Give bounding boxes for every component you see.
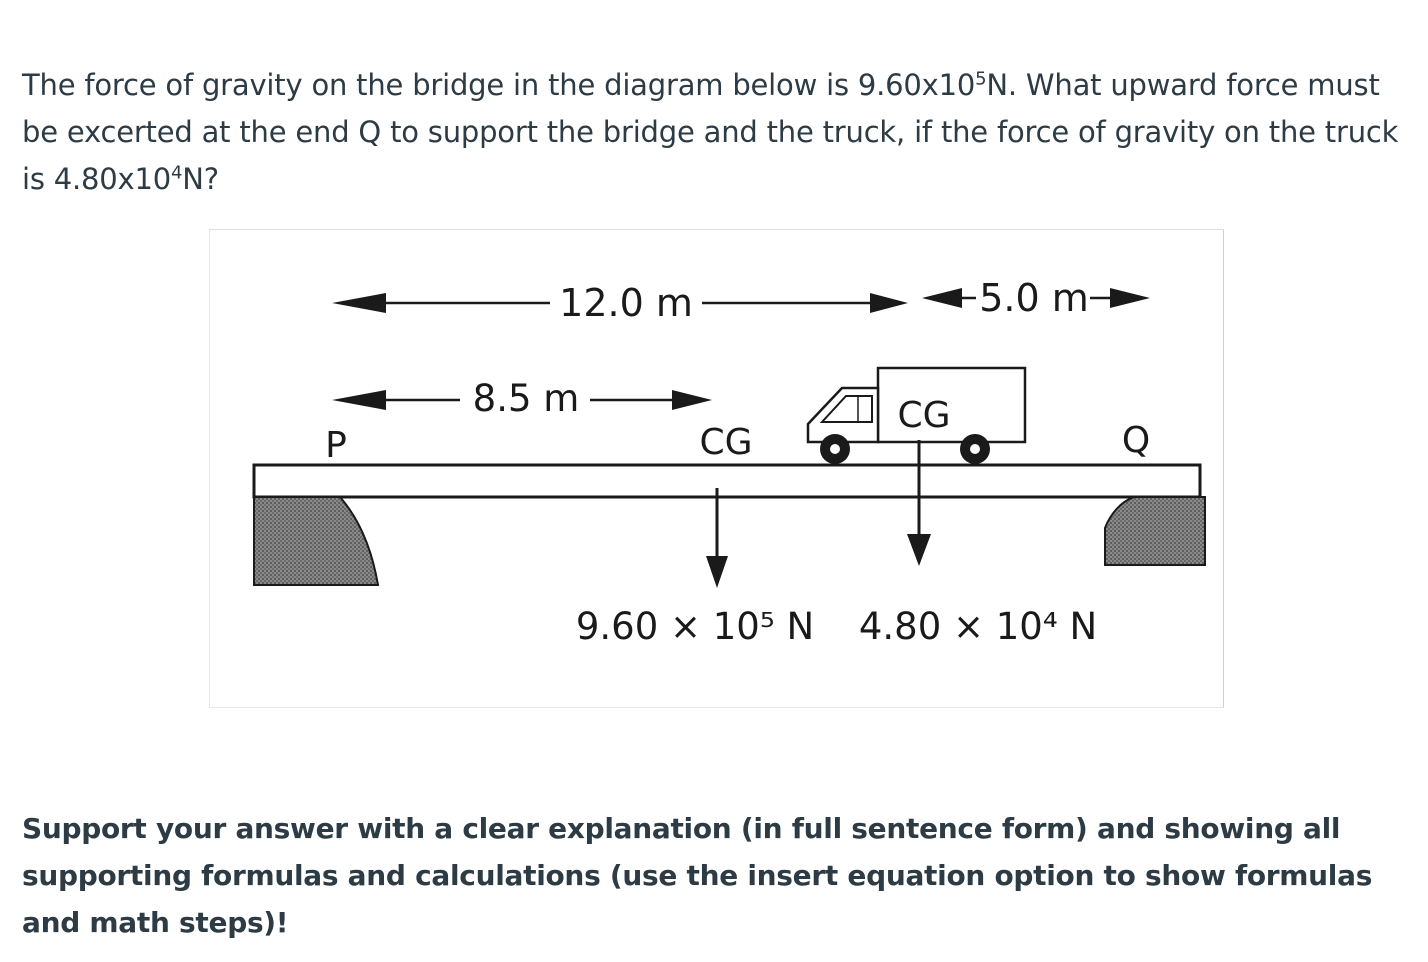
truck-window	[819, 395, 873, 423]
question-exponent-1: 5	[975, 68, 987, 90]
end-label-q: Q	[1122, 420, 1150, 461]
bridge-deck	[252, 463, 1202, 499]
arrowhead-left-icon	[332, 390, 386, 410]
truck-force-label: 4.80 × 10⁴ N	[859, 605, 1097, 648]
dimension-5m: 5.0 m	[922, 276, 1150, 320]
right-support	[1104, 496, 1206, 566]
truck-icon: CG	[806, 366, 1027, 464]
arrowhead-right-icon	[870, 293, 908, 313]
left-support	[253, 496, 380, 586]
end-label-p: P	[325, 425, 347, 466]
arrowhead-right-icon	[1110, 288, 1150, 308]
bridge-weight-arrow	[706, 488, 728, 588]
dimension-8-5m: 8.5 m	[332, 377, 712, 420]
arrowhead-left-icon	[922, 288, 962, 308]
dimension-12m-label: 12.0 m	[559, 281, 693, 325]
truck-rear-hub	[970, 444, 980, 454]
bridge-cg-label: CG	[699, 422, 752, 463]
arrowhead-right-icon	[672, 390, 712, 410]
instruction-text: Support your answer with a clear explana…	[22, 812, 1373, 939]
truck-front-hub	[830, 444, 840, 454]
dimension-12m: 12.0 m	[332, 281, 908, 325]
arrowhead-left-icon	[332, 293, 386, 313]
question-text: The force of gravity on the bridge in th…	[22, 62, 1412, 203]
bridge-force-label: 9.60 × 10⁵ N	[576, 605, 814, 648]
question-part-3: N?	[182, 162, 219, 196]
question-exponent-2: 4	[171, 162, 183, 184]
dimension-5m-label: 5.0 m	[979, 276, 1089, 320]
arrow-down-icon	[907, 534, 931, 566]
truck-cg-label: CG	[897, 395, 950, 436]
arrow-down-icon	[706, 556, 728, 588]
question-part-2: N. What upward force must be excerted at…	[22, 68, 1399, 196]
dimension-8-5m-label: 8.5 m	[473, 377, 580, 420]
bridge-diagram: 12.0 m 5.0 m 8.5 m P Q CG	[209, 229, 1224, 708]
question-part-1: The force of gravity on the bridge in th…	[22, 68, 976, 102]
truck-weight-arrow	[907, 440, 931, 566]
bridge-diagram-svg: 12.0 m 5.0 m 8.5 m P Q CG	[252, 276, 1206, 648]
